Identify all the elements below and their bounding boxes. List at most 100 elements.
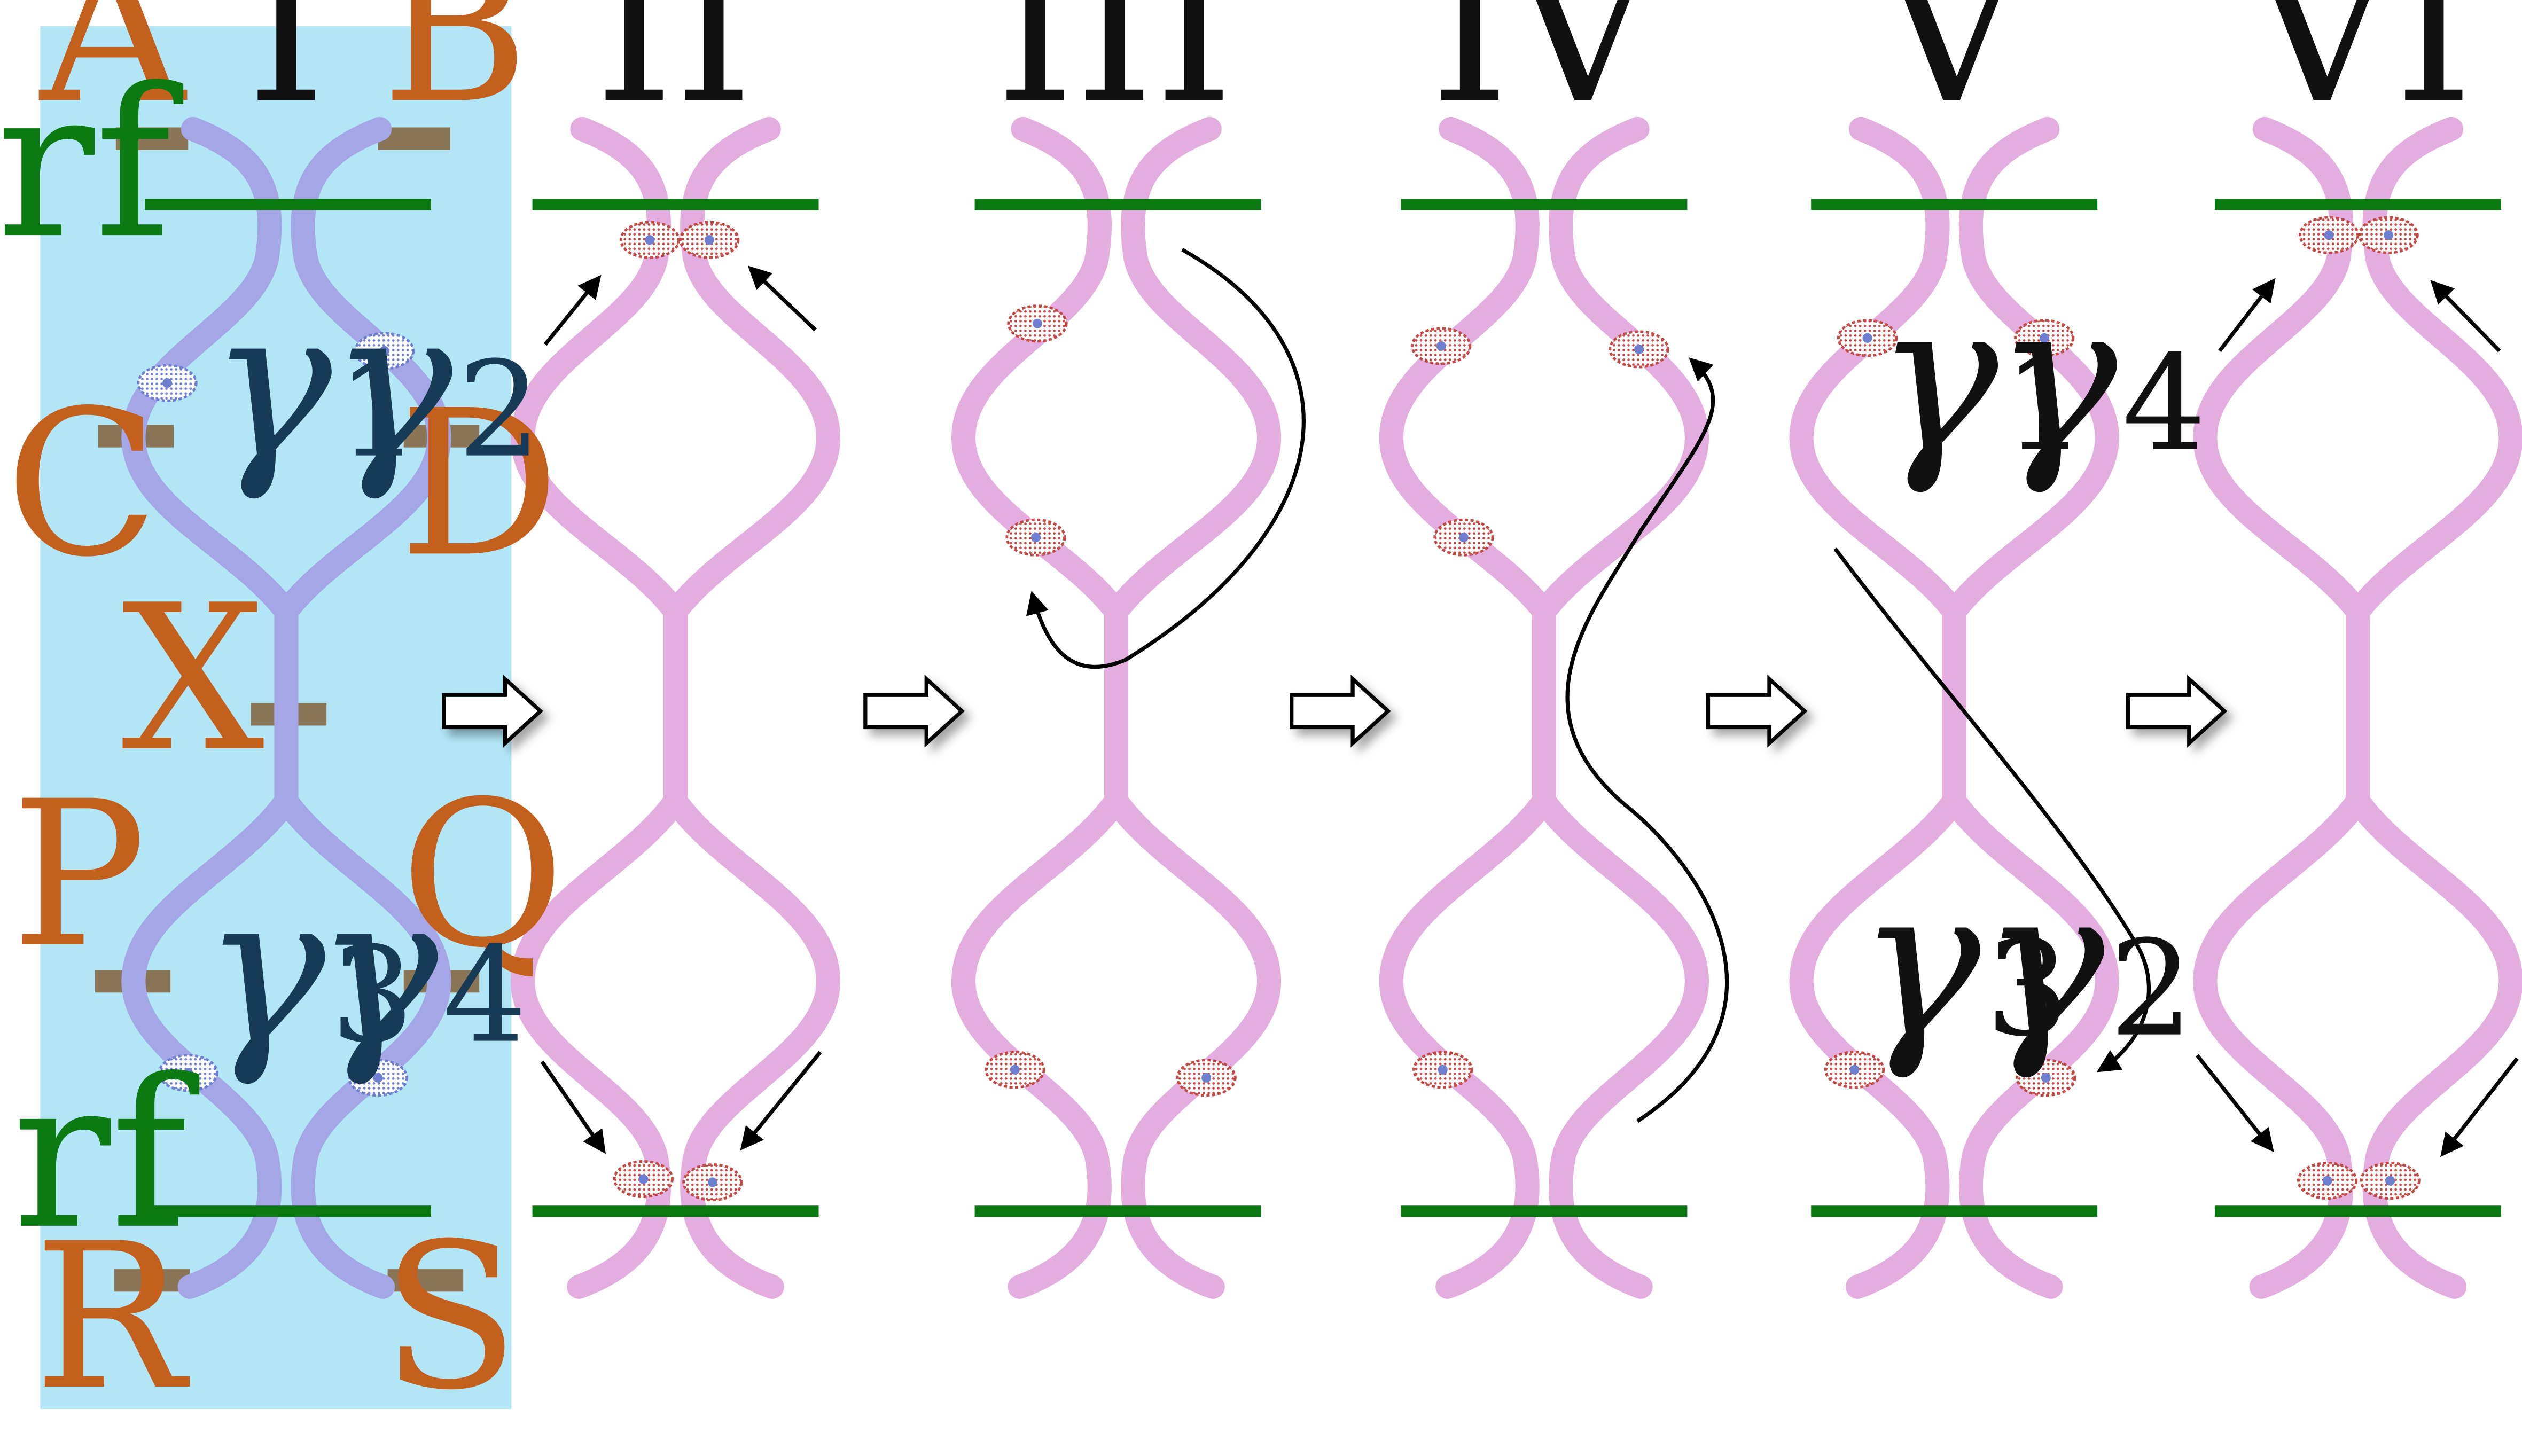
gamma-symbol: γ (330, 264, 455, 504)
vortex-icon (619, 221, 680, 259)
vortex-icon (1005, 518, 1066, 557)
vortex-icon (1824, 1051, 1885, 1089)
rf-label-top: rf (0, 44, 185, 284)
braid-arrow-icon (1565, 357, 1729, 1123)
vortex-icon (1609, 330, 1669, 369)
stage-two-network (510, 116, 841, 1299)
gate-r (114, 1269, 190, 1292)
arrow-icon (543, 275, 602, 346)
gamma-index: 3 (1986, 913, 2070, 1066)
stage-label-3: III (996, 0, 1234, 147)
gamma-symbol: γ (315, 850, 441, 1090)
hollow-right-arrow-icon (1290, 675, 1391, 748)
port-label-c: C (5, 367, 159, 601)
arrow-icon (540, 1060, 606, 1154)
gamma-symbol: γ (1994, 258, 2120, 498)
vortex-core (1634, 344, 1644, 354)
step-arrows (442, 675, 2228, 748)
nanowire-segment (1532, 789, 1709, 1299)
vortex-icon (679, 221, 740, 259)
vortex-icon (1007, 304, 1068, 343)
gamma-index: 2 (458, 334, 542, 487)
vortex-icon (682, 1163, 743, 1202)
gamma-symbol: γ (1858, 843, 1984, 1083)
vortex-core (379, 346, 389, 356)
vortex-core (1438, 1064, 1448, 1075)
port-label-p: P (11, 758, 146, 992)
vortex-icon (1433, 518, 1494, 557)
nanowire-segment (510, 116, 688, 624)
port-label-x: X (121, 562, 266, 796)
gamma-symbol: γ (1876, 258, 2001, 498)
vortex-core (1030, 533, 1041, 543)
stage-label-1: I (247, 0, 326, 147)
vortex-core (1201, 1073, 1212, 1083)
vortex-icon (985, 1051, 1045, 1089)
vortex-icon (354, 332, 415, 370)
hollow-right-arrow-icon (2126, 675, 2228, 748)
vortex-core (2322, 1176, 2332, 1186)
arrow-icon (2218, 278, 2276, 353)
nanowire-segment (2193, 789, 2370, 1299)
hollow-right-arrow-icon (442, 675, 544, 748)
nanowire-segment (121, 116, 299, 624)
vortex-core (2324, 230, 2334, 240)
stage-label-6: VI (2246, 0, 2473, 147)
vortex-icon (347, 1059, 409, 1097)
vortex-icon (1411, 327, 1472, 365)
vortex-icon (1176, 1059, 1237, 1097)
nanowire-segment (510, 789, 688, 1299)
gate-s (387, 1269, 464, 1292)
gamma-index: 4 (2122, 327, 2206, 481)
stage-six-network (2193, 116, 2522, 1299)
gamma-index: 1 (2003, 327, 2087, 481)
vortex-icon (2299, 216, 2360, 254)
braid-arrow-icon (1026, 248, 1306, 669)
gamma-symbol: γ (202, 850, 328, 1090)
arrow-icon (2195, 1054, 2274, 1153)
vortex-core (1032, 318, 1043, 328)
port-label-b: B (381, 0, 529, 147)
vortex-icon (2014, 319, 2075, 357)
vortex-core (1849, 1064, 1860, 1075)
vortex-core (2039, 333, 2049, 343)
nanowire-segment (663, 116, 841, 624)
arrow-icon (740, 1051, 822, 1151)
port-label-q: Q (400, 758, 565, 992)
vortex-core (183, 1068, 193, 1078)
nanowire-segment (2346, 116, 2522, 624)
vortex-icon (2360, 1162, 2421, 1200)
stage-three-network (951, 116, 1282, 1299)
gamma-symbol: γ (1981, 843, 2107, 1083)
arrow-icon (747, 265, 817, 332)
port-label-r: R (34, 1200, 191, 1434)
motion-arrows (540, 248, 2519, 1157)
braid-arrow-icon (1833, 547, 2151, 1073)
vortex-core (645, 235, 655, 245)
gamma-symbol: γ (209, 264, 334, 504)
nanowire-segment (1942, 789, 2119, 1299)
vortex-core (2041, 1073, 2051, 1083)
vortex-core (704, 235, 714, 245)
vortex-icon (158, 1054, 218, 1092)
arrow-icon (2430, 280, 2501, 353)
vortex-icon (1837, 319, 1898, 357)
arrow-icon (2440, 1057, 2519, 1157)
port-label-d: D (399, 367, 560, 601)
gamma-index: 1 (337, 334, 421, 487)
vortex-core (707, 1177, 717, 1187)
nanowire-segment (1104, 789, 1282, 1299)
nanowire-segment (2193, 116, 2370, 624)
stage-label-2: II (595, 0, 753, 147)
gamma-index: 3 (331, 919, 415, 1073)
vortex-core (2384, 230, 2394, 240)
stage-label-5: V (1875, 0, 2029, 147)
majorana-vortices (137, 216, 2421, 1202)
